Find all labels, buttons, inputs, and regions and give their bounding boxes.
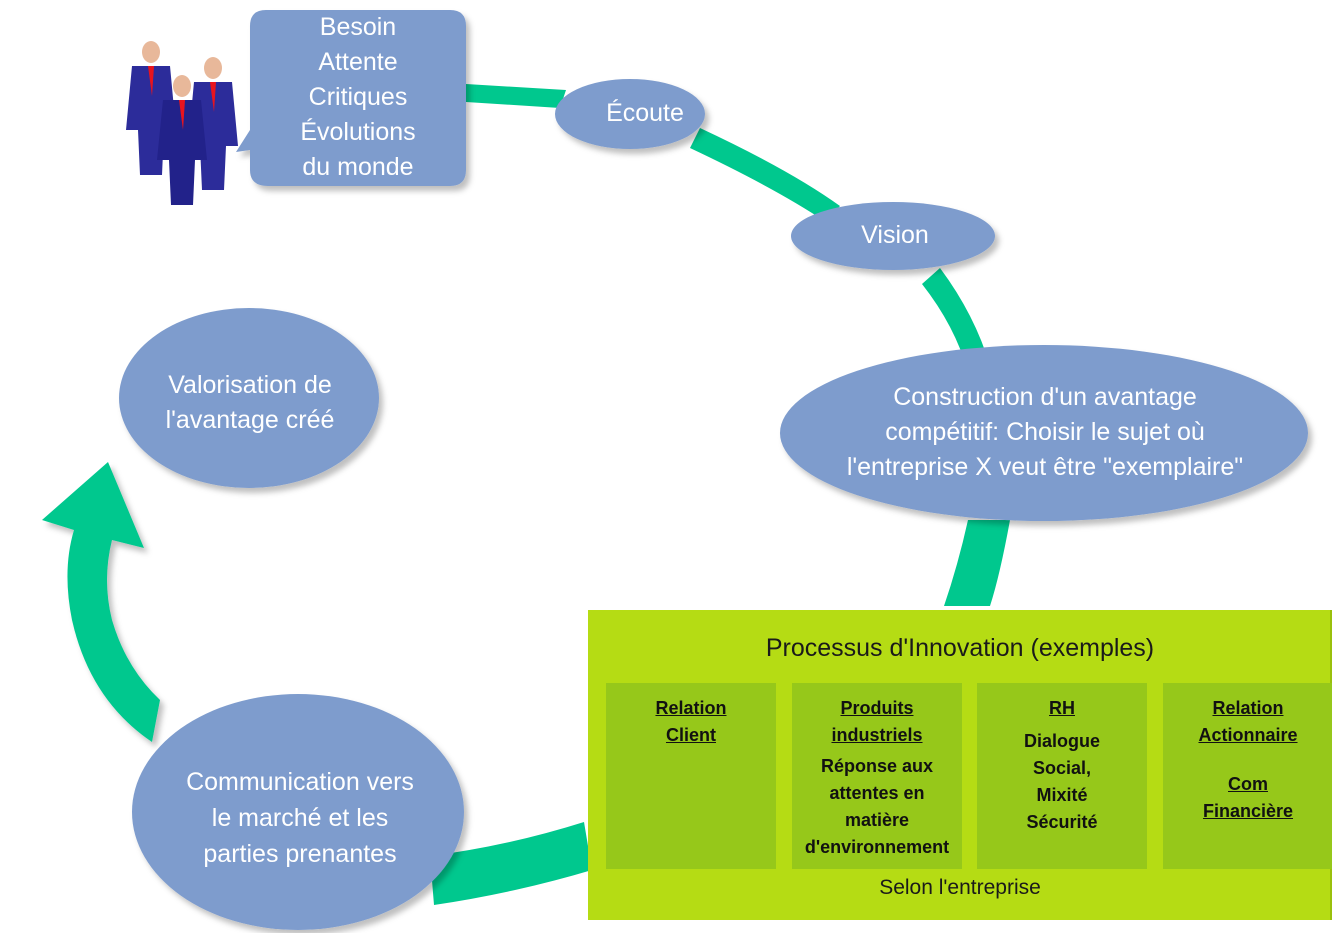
node-valorisation-label: Valorisation de l'avantage créé: [120, 368, 380, 438]
node-vision-label: Vision: [861, 221, 929, 249]
bubble-line: du monde: [302, 153, 414, 181]
business-people-icon: [126, 41, 238, 205]
speech-bubble-text: Besoin Attente Critiques Évolutions du m…: [250, 10, 466, 186]
process-column-produits-industriels: Produits industriels Réponse aux attente…: [792, 683, 962, 869]
node-communication: [132, 694, 464, 930]
column-heading-link[interactable]: Relation Client: [655, 698, 727, 745]
cycle-arrows: [42, 84, 1010, 905]
bubble-line: Besoin: [319, 13, 397, 41]
node-construction-label: Construction d'un avantage compétitif: C…: [780, 380, 1310, 485]
column-heading-link[interactable]: Produits industriels: [831, 698, 923, 745]
arrow-ecoute-to-vision: [690, 128, 840, 222]
column-body-text: Réponse aux attentes en matière d'enviro…: [804, 756, 950, 857]
node-construction: [780, 345, 1308, 521]
communication-line: Communication vers: [186, 768, 414, 796]
speech-bubble: [236, 10, 466, 186]
valorisation-line: l'avantage créé: [165, 406, 335, 434]
arrow-communication-to-valorisation: [42, 462, 160, 742]
communication-line: le marché et les: [211, 804, 389, 832]
column-body-text: Dialogue Social, Mixité Sécurité: [1023, 731, 1100, 832]
arrow-vision-to-construction: [922, 268, 990, 372]
construction-line: Construction d'un avantage: [893, 383, 1197, 411]
node-valorisation: [119, 308, 379, 488]
communication-line: parties prenantes: [203, 840, 397, 868]
person-icon: [126, 41, 176, 175]
process-title: Processus d'Innovation (exemples): [765, 634, 1155, 662]
node-ecoute: [555, 79, 705, 149]
innovation-process-panel: Processus d'Innovation (exemples) Relati…: [588, 610, 1332, 928]
process-footer: Selon l'entreprise: [879, 876, 1041, 899]
column-heading-link[interactable]: Relation Actionnaire: [1198, 698, 1298, 745]
process-column-relation-actionnaire: Relation Actionnaire Com Financière: [1163, 683, 1332, 869]
valorisation-line: Valorisation de: [168, 371, 332, 399]
bubble-line: Critiques: [308, 83, 408, 111]
node-communication-label: Communication vers le marché et les part…: [140, 764, 460, 872]
bubble-line: Attente: [318, 48, 398, 76]
arrow-bubble-to-ecoute: [466, 84, 566, 108]
arrow-construction-to-panel: [944, 520, 1010, 606]
bubble-line: Évolutions: [300, 118, 416, 146]
column-body-link[interactable]: Com Financière: [1202, 774, 1294, 821]
process-column-relation-client: Relation Client: [606, 683, 776, 869]
arrow-panel-to-communication: [430, 822, 592, 905]
process-column-rh: RH Dialogue Social, Mixité Sécurité: [977, 683, 1147, 869]
column-heading-link[interactable]: RH: [1049, 698, 1075, 718]
construction-line: compétitif: Choisir le sujet où: [885, 418, 1205, 446]
construction-line: l'entreprise X veut être "exemplaire": [846, 453, 1244, 481]
person-icon: [157, 75, 207, 205]
node-vision: [791, 202, 995, 270]
node-ecoute-label: Écoute: [606, 99, 684, 127]
